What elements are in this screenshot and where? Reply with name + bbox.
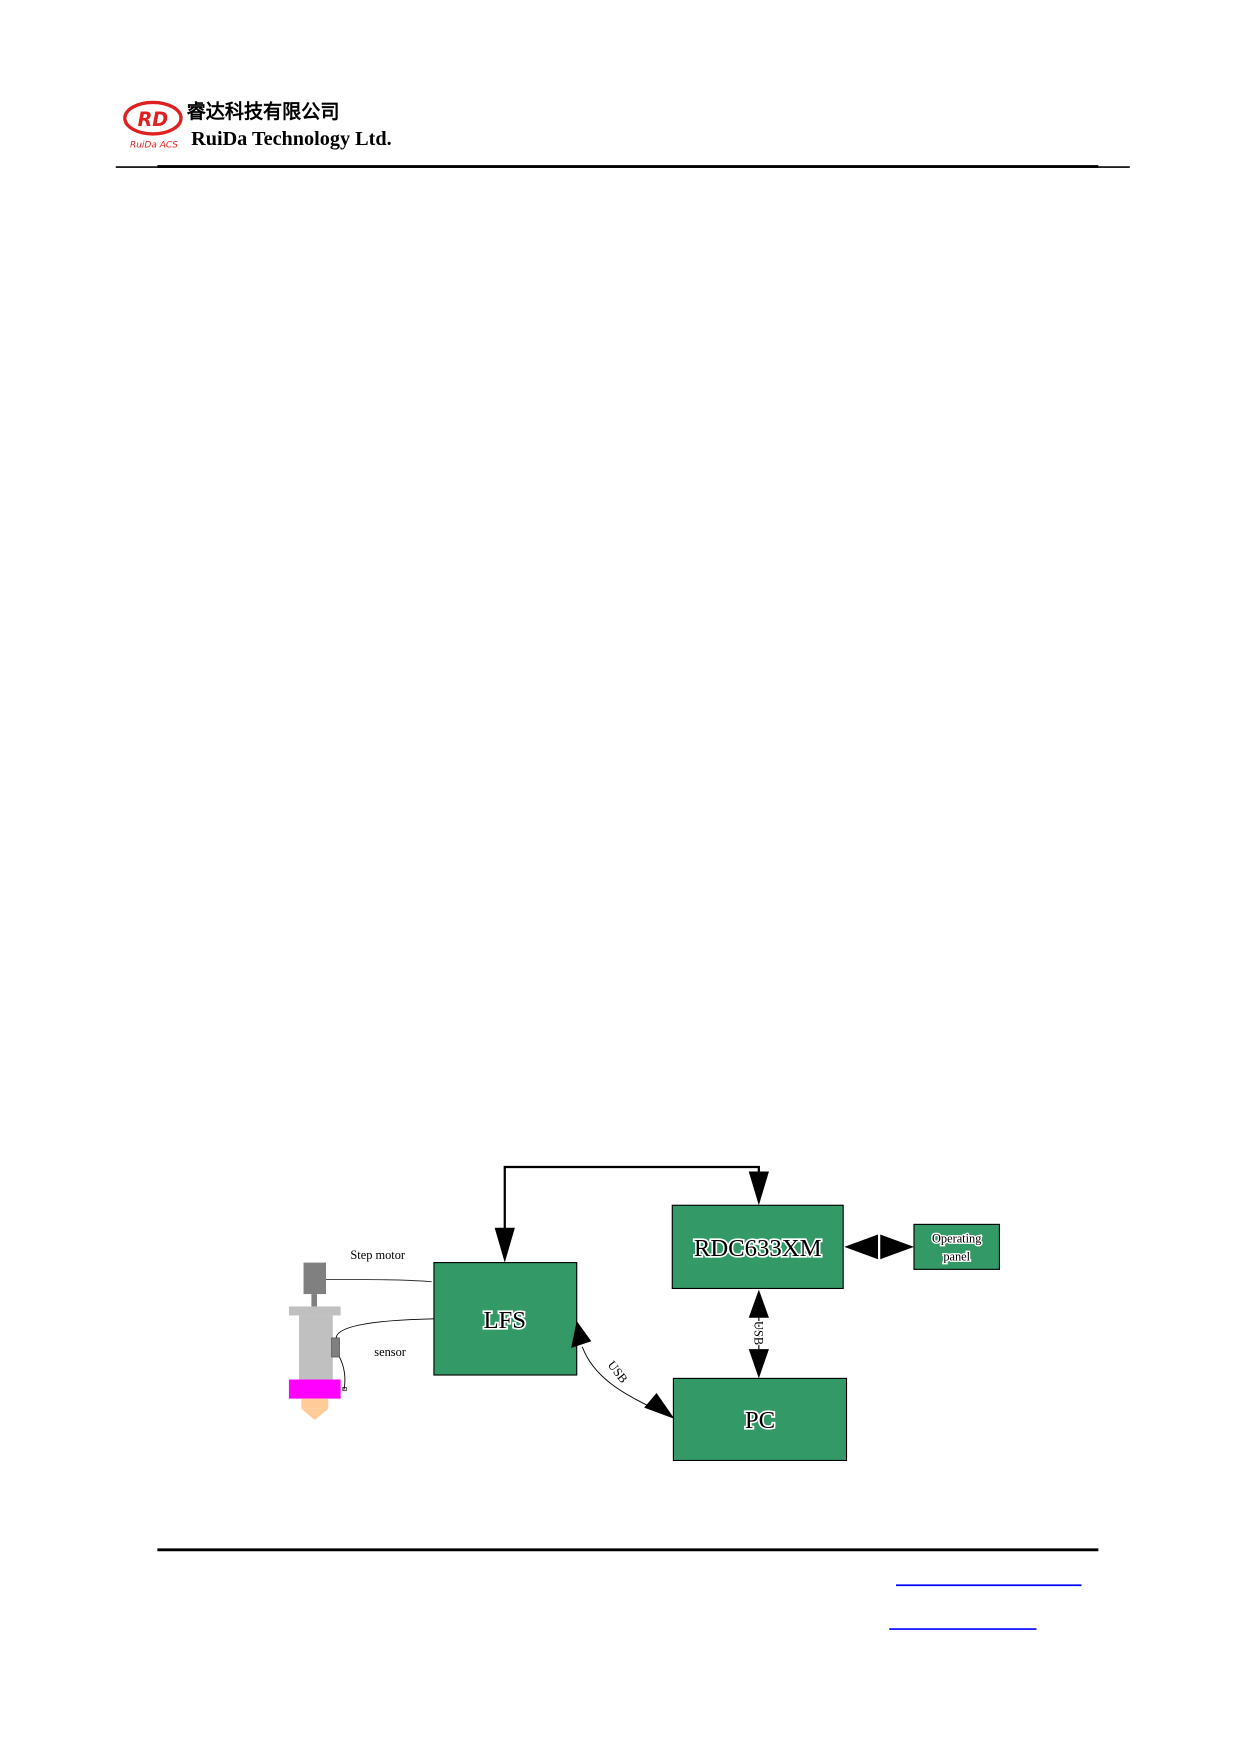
- footer: [157, 1548, 1099, 1630]
- panel-label-line2: panel: [943, 1249, 970, 1263]
- lfs-box: LFS: [433, 1262, 578, 1376]
- arrow-into-controller: [748, 1171, 769, 1206]
- pc-label: PC: [745, 1407, 775, 1434]
- system-diagram: Step motor sensor LFS RDC633XM Operating…: [288, 1165, 1000, 1462]
- logo-text: RD: [138, 108, 169, 131]
- nozzle-shape: [288, 1379, 341, 1399]
- lfs-label: LFS: [483, 1307, 526, 1334]
- arrow-into-lfs: [494, 1227, 515, 1263]
- operating-panel-box: Operating panel: [913, 1223, 1000, 1270]
- logo-subtext: RuiDa ACS: [130, 140, 178, 150]
- controller-label: RDC633XM: [694, 1235, 822, 1262]
- step-motor-label: Step motor: [350, 1248, 405, 1262]
- usb-label-vertical: USB: [751, 1321, 765, 1345]
- controller-panel-link: [844, 1234, 914, 1260]
- pc-box: PC: [672, 1377, 848, 1462]
- sensor-label: sensor: [374, 1345, 406, 1359]
- cutting-head-illustration: [288, 1262, 434, 1420]
- controller-box: RDC633XM: [671, 1204, 844, 1290]
- controller-pc-link: USB: [748, 1289, 769, 1379]
- company-name-cn: 睿达科技有限公司: [187, 100, 340, 123]
- ruida-logo: RD RuiDa ACS: [123, 100, 183, 150]
- panel-label-line1: Operating: [932, 1231, 981, 1245]
- lfs-pc-link: USB: [571, 1321, 675, 1419]
- header: RD RuiDa ACS 睿达科技有限公司 RuiDa Technology L…: [115, 100, 1130, 168]
- sensor-shape: [331, 1337, 340, 1358]
- company-name-en: RuiDa Technology Ltd.: [191, 128, 392, 150]
- step-motor-shape: [303, 1262, 327, 1295]
